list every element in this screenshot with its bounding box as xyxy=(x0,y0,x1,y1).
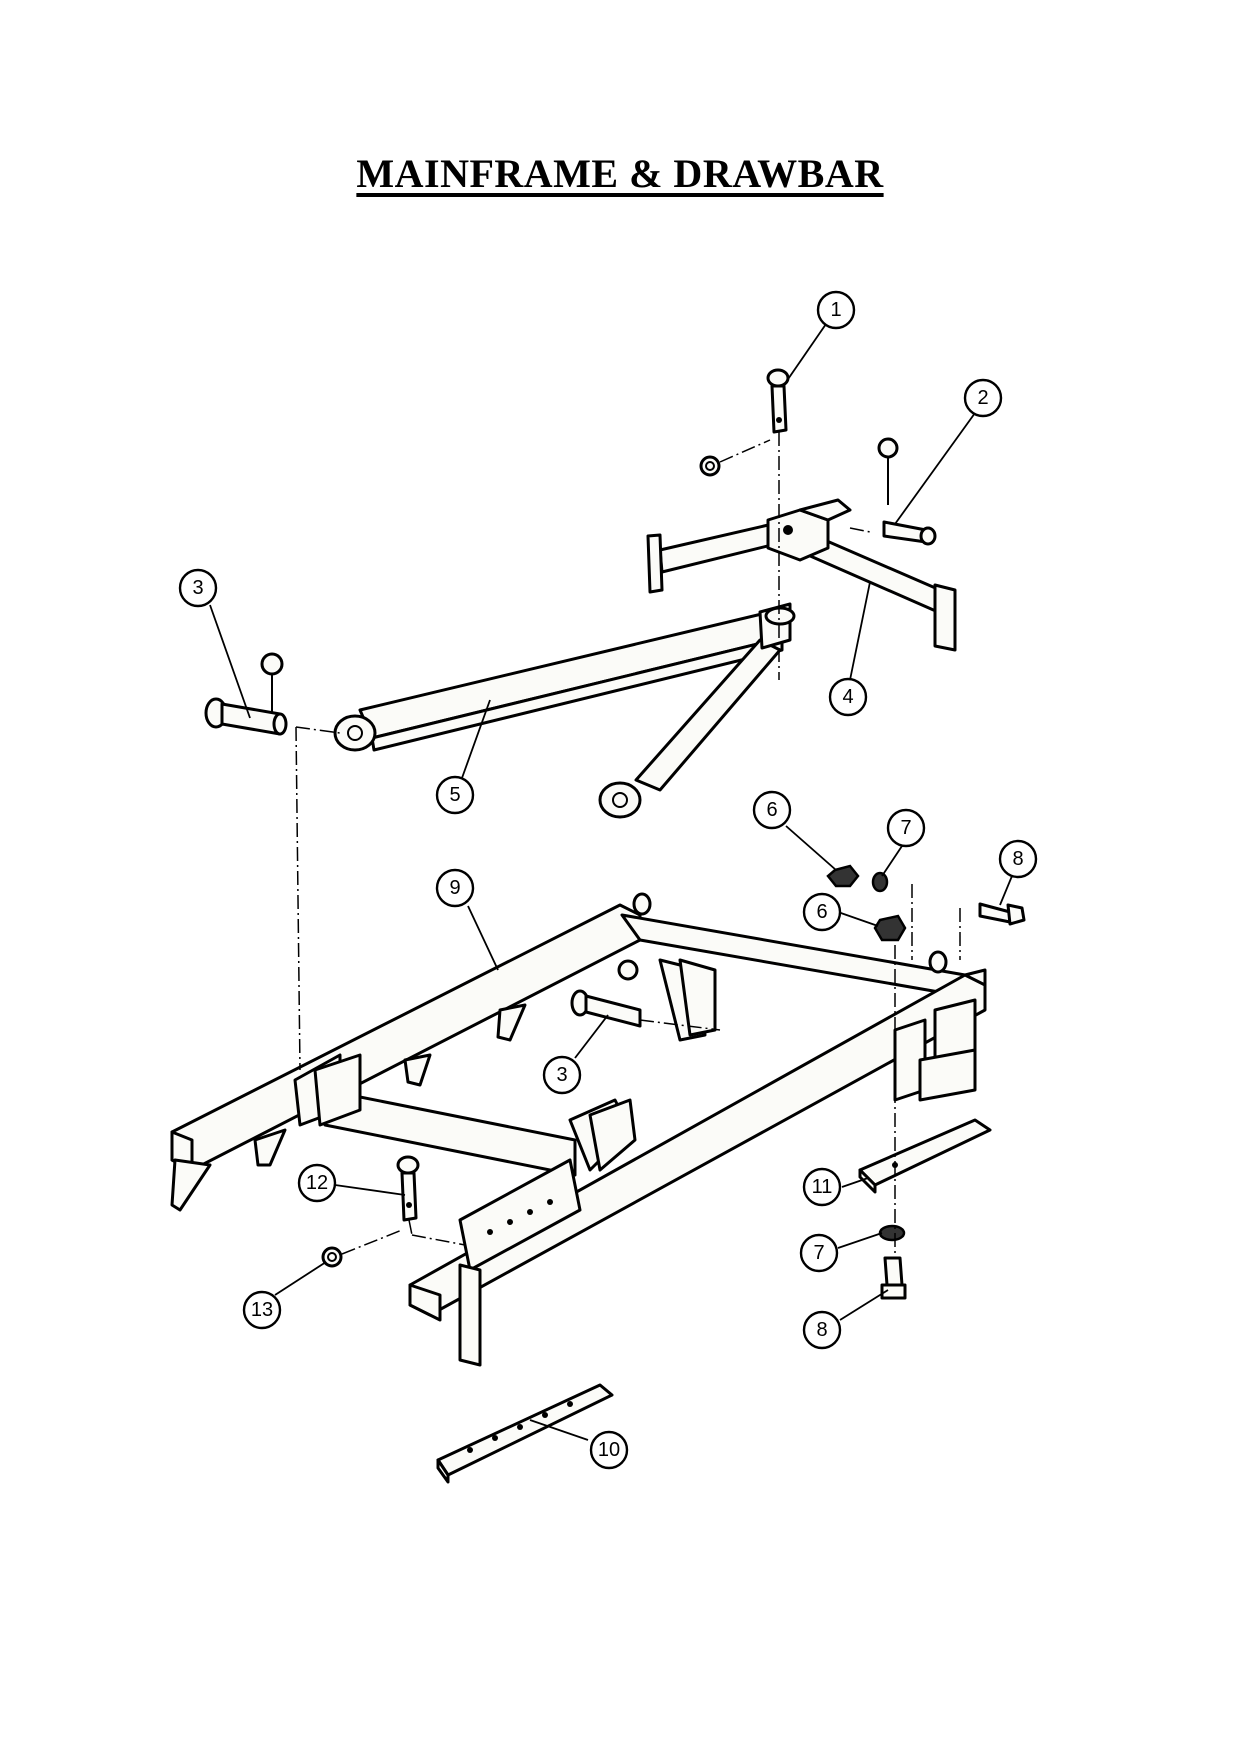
callout-4: 4 xyxy=(828,677,868,717)
pin-part-2 xyxy=(877,437,937,546)
callout-6-upper: 6 xyxy=(752,790,792,830)
washer-part-7-lower xyxy=(878,1224,906,1242)
callout-label: 4 xyxy=(842,686,853,708)
pin-part-3-lower xyxy=(570,959,642,1028)
callout-label: 6 xyxy=(766,799,777,821)
callout-1: 1 xyxy=(816,290,856,330)
nut-part-6-lower xyxy=(873,914,907,942)
callout-3-lower: 3 xyxy=(542,1055,582,1095)
drawbar-head-part-4 xyxy=(646,498,957,652)
callout-8-lower: 8 xyxy=(802,1310,842,1350)
callout-label: 10 xyxy=(598,1439,620,1461)
callout-label: 13 xyxy=(251,1299,273,1321)
page-title: MAINFRAME & DRAWBAR xyxy=(356,151,884,196)
callout-label: 1 xyxy=(830,299,841,321)
callout-label: 8 xyxy=(816,1319,827,1341)
callout-6-lower: 6 xyxy=(802,892,842,932)
callout-5: 5 xyxy=(435,775,475,815)
pin-part-3-upper xyxy=(204,652,288,736)
callout-label: 9 xyxy=(449,877,460,899)
callout-label: 6 xyxy=(816,901,827,923)
callout-label: 3 xyxy=(192,577,203,599)
bolt-part-8-upper xyxy=(978,902,1026,926)
plate-part-10 xyxy=(436,1383,614,1484)
callout-label: 11 xyxy=(812,1176,833,1198)
washer-part-7-upper xyxy=(871,871,889,893)
callout-7-lower: 7 xyxy=(799,1233,839,1273)
bolt-part-8-lower xyxy=(880,1256,907,1300)
drawbar-part-5 xyxy=(333,602,796,819)
callout-11: 11 xyxy=(802,1167,842,1207)
callout-7-upper: 7 xyxy=(886,808,926,848)
callout-2: 2 xyxy=(963,378,1003,418)
callout-leaders xyxy=(209,323,1013,1441)
pin-part-12 xyxy=(396,1155,420,1222)
callout-3-upper: 3 xyxy=(178,568,218,608)
callout-8-upper: 8 xyxy=(998,839,1038,879)
callout-label: 2 xyxy=(977,387,988,409)
callout-label: 7 xyxy=(900,817,911,839)
callout-label: 12 xyxy=(306,1172,328,1194)
callout-12: 12 xyxy=(297,1163,337,1203)
callout-label: 7 xyxy=(813,1242,824,1264)
callout-label: 3 xyxy=(556,1064,567,1086)
callout-label: 5 xyxy=(449,784,460,806)
clip-part-13 xyxy=(321,1246,343,1268)
callout-9: 9 xyxy=(435,868,475,908)
plate-part-11 xyxy=(858,1118,992,1194)
callout-10: 10 xyxy=(589,1430,629,1470)
nut-part-6-upper xyxy=(826,864,860,888)
mainframe-part-9 xyxy=(170,892,987,1367)
pin-part-1 xyxy=(699,368,790,477)
assembly-lines xyxy=(295,432,961,1255)
callout-13: 13 xyxy=(242,1290,282,1330)
callout-label: 8 xyxy=(1012,848,1023,870)
